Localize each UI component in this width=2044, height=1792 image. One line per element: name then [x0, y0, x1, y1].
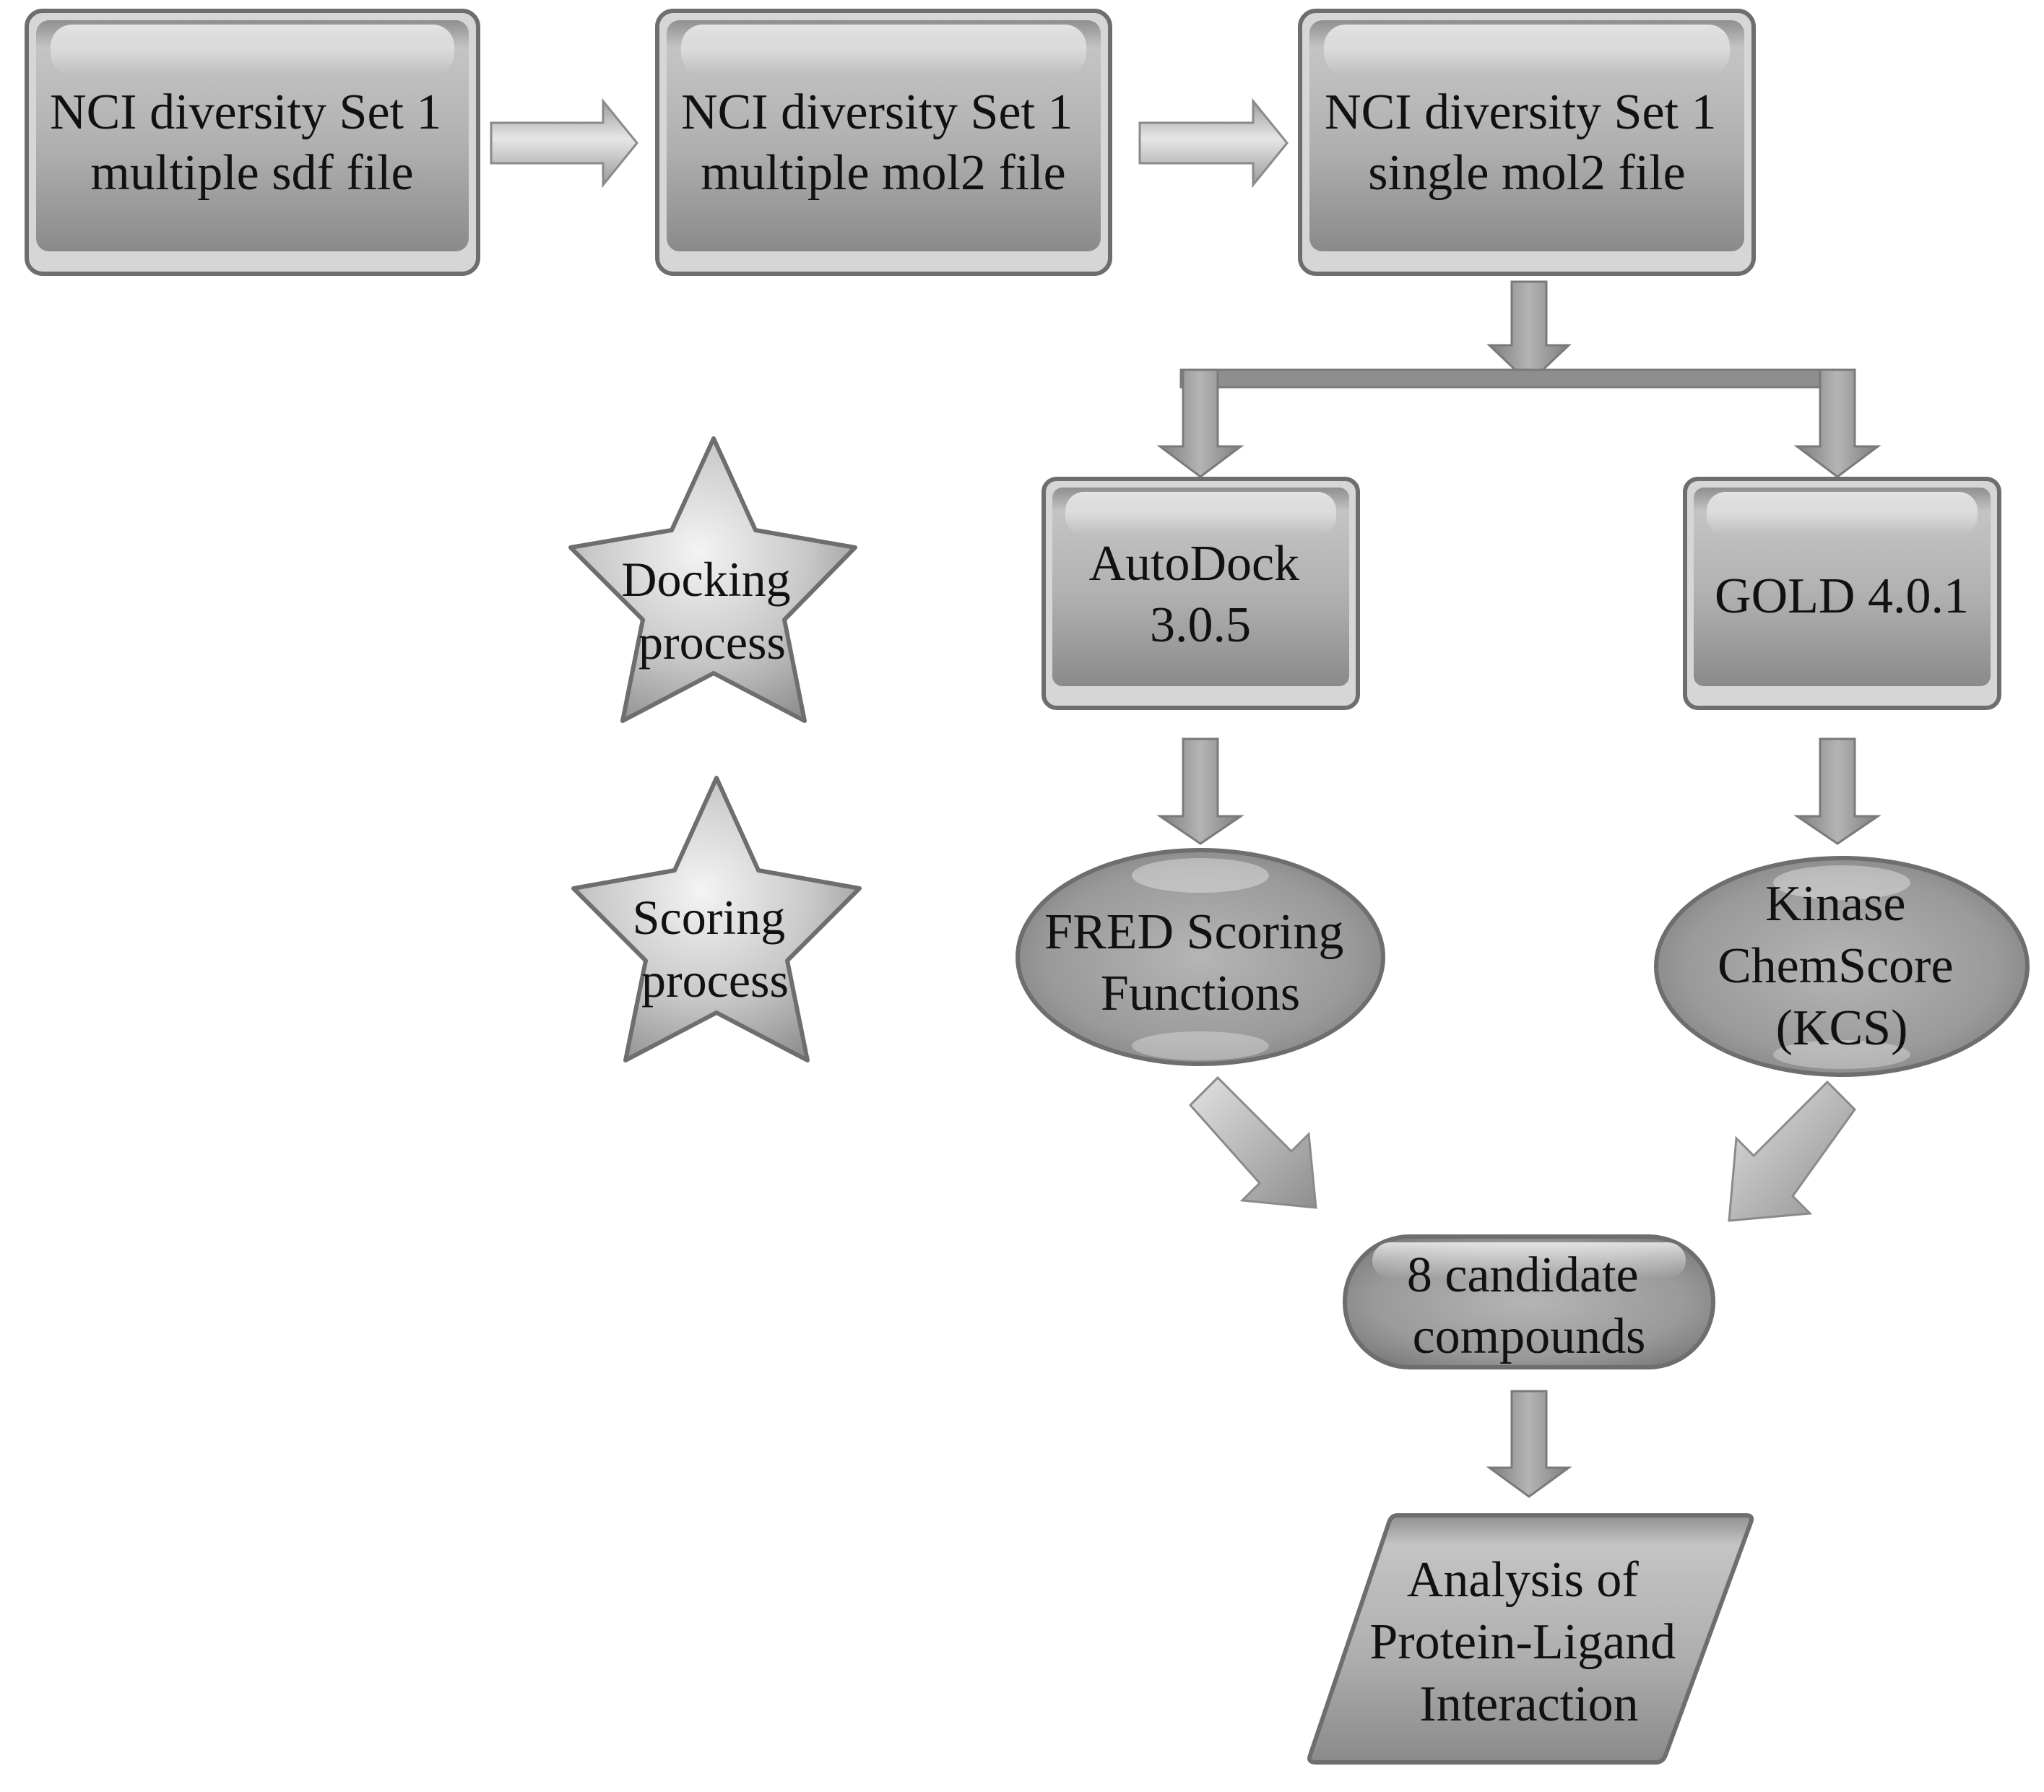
legend-docking-star: Docking process	[568, 436, 857, 723]
node-kcs-line-3: (KCS)	[1776, 1000, 1908, 1056]
node-gold-line-1: GOLD 4.0.1	[1715, 568, 1969, 624]
node-autodock-line-1: AutoDock	[1088, 536, 1299, 592]
node-sdf-box: NCI diversity Set 1 multiple sdf file	[25, 9, 480, 276]
node-candidates-box: 8 candidate compounds	[1343, 1234, 1715, 1369]
node-analysis-parallelogram: Analysis of Protein-Ligand Interaction	[1307, 1513, 1754, 1765]
node-candidates-line-2: compounds	[1413, 1309, 1646, 1364]
arrow-sdf-to-mol2	[490, 98, 638, 189]
node-fred-ellipse: FRED Scoring Functions	[1015, 848, 1385, 1066]
node-analysis-line-1: Analysis of	[1407, 1552, 1640, 1608]
arrow-candidates-to-analysis	[1486, 1390, 1572, 1498]
arrow-fred-to-candidates	[1188, 1075, 1317, 1209]
node-sdf-line-2: multiple sdf file	[90, 145, 413, 201]
node-fred-line-1: FRED Scoring	[1044, 904, 1343, 960]
svg-text:GOLD 4.0.1: GOLD 4.0.1	[1715, 568, 1969, 624]
node-mol2-multiple-line-1: NCI diversity Set 1	[681, 85, 1073, 140]
svg-text:NCI diversity Set 1 sing: NCI diversity Set 1 single mol2 file	[1325, 85, 1729, 201]
svg-text:AutoDock 3.0.5: AutoDock 3.0.5	[1088, 536, 1312, 653]
node-autodock-line-2: 3.0.5	[1150, 597, 1251, 653]
legend-scoring-star: Scoring process	[571, 776, 862, 1062]
svg-text:Analysis of Protein-Liga: Analysis of Protein-Ligand Interaction	[1369, 1552, 1688, 1732]
arrow-kcs-to-candidates	[1728, 1080, 1856, 1222]
node-sdf-line-1: NCI diversity Set 1	[50, 85, 441, 140]
node-gold-box: GOLD 4.0.1	[1683, 477, 2001, 710]
legend-docking-line-2: process	[638, 615, 786, 670]
node-fred-line-2: Functions	[1101, 966, 1300, 1021]
svg-text:Scoring process: Scoring process	[633, 890, 798, 1008]
node-analysis-line-3: Interaction	[1419, 1676, 1638, 1732]
svg-text:FRED Scoring Functions: FRED Scoring Functions	[1044, 904, 1356, 1021]
arrow-split-to-autodock	[1156, 368, 1244, 478]
legend-scoring-line-1: Scoring	[633, 890, 786, 945]
node-mol2-single-box: NCI diversity Set 1 single mol2 file	[1298, 9, 1756, 276]
node-mol2-single-line-2: single mol2 file	[1368, 145, 1685, 201]
arrow-split-to-gold	[1793, 368, 1881, 478]
svg-text:NCI diversity Set 1 mult: NCI diversity Set 1 multiple mol2 file	[681, 85, 1086, 201]
node-mol2-multiple-line-2: multiple mol2 file	[701, 145, 1065, 201]
arrow-single-down	[1486, 280, 1572, 385]
svg-text:NCI diversity Set 1 mult: NCI diversity Set 1 multiple sdf file	[50, 85, 454, 201]
node-autodock-box: AutoDock 3.0.5	[1042, 477, 1360, 710]
svg-text:Kinase ChemScore (: Kinase ChemScore (KCS)	[1718, 876, 1966, 1056]
arrow-autodock-to-fred	[1156, 737, 1244, 845]
split-bar	[1179, 368, 1837, 389]
svg-text:Docking process: Docking process	[621, 552, 802, 670]
node-kcs-line-2: ChemScore	[1718, 938, 1954, 994]
svg-text:8 candidate compounds: 8 candidate compounds	[1407, 1247, 1651, 1364]
node-analysis-line-2: Protein-Ligand	[1369, 1614, 1676, 1670]
legend-docking-line-1: Docking	[621, 552, 790, 607]
node-kcs-ellipse: Kinase ChemScore (KCS)	[1654, 856, 2030, 1077]
node-kcs-line-1: Kinase	[1765, 876, 1905, 932]
node-mol2-multiple-box: NCI diversity Set 1 multiple mol2 file	[655, 9, 1112, 276]
legend-scoring-line-2: process	[641, 953, 789, 1008]
arrow-mol2-multiple-to-single	[1138, 98, 1289, 189]
node-mol2-single-line-1: NCI diversity Set 1	[1325, 85, 1716, 140]
node-candidates-line-1: 8 candidate	[1407, 1247, 1639, 1303]
arrow-gold-to-kcs	[1793, 737, 1881, 845]
